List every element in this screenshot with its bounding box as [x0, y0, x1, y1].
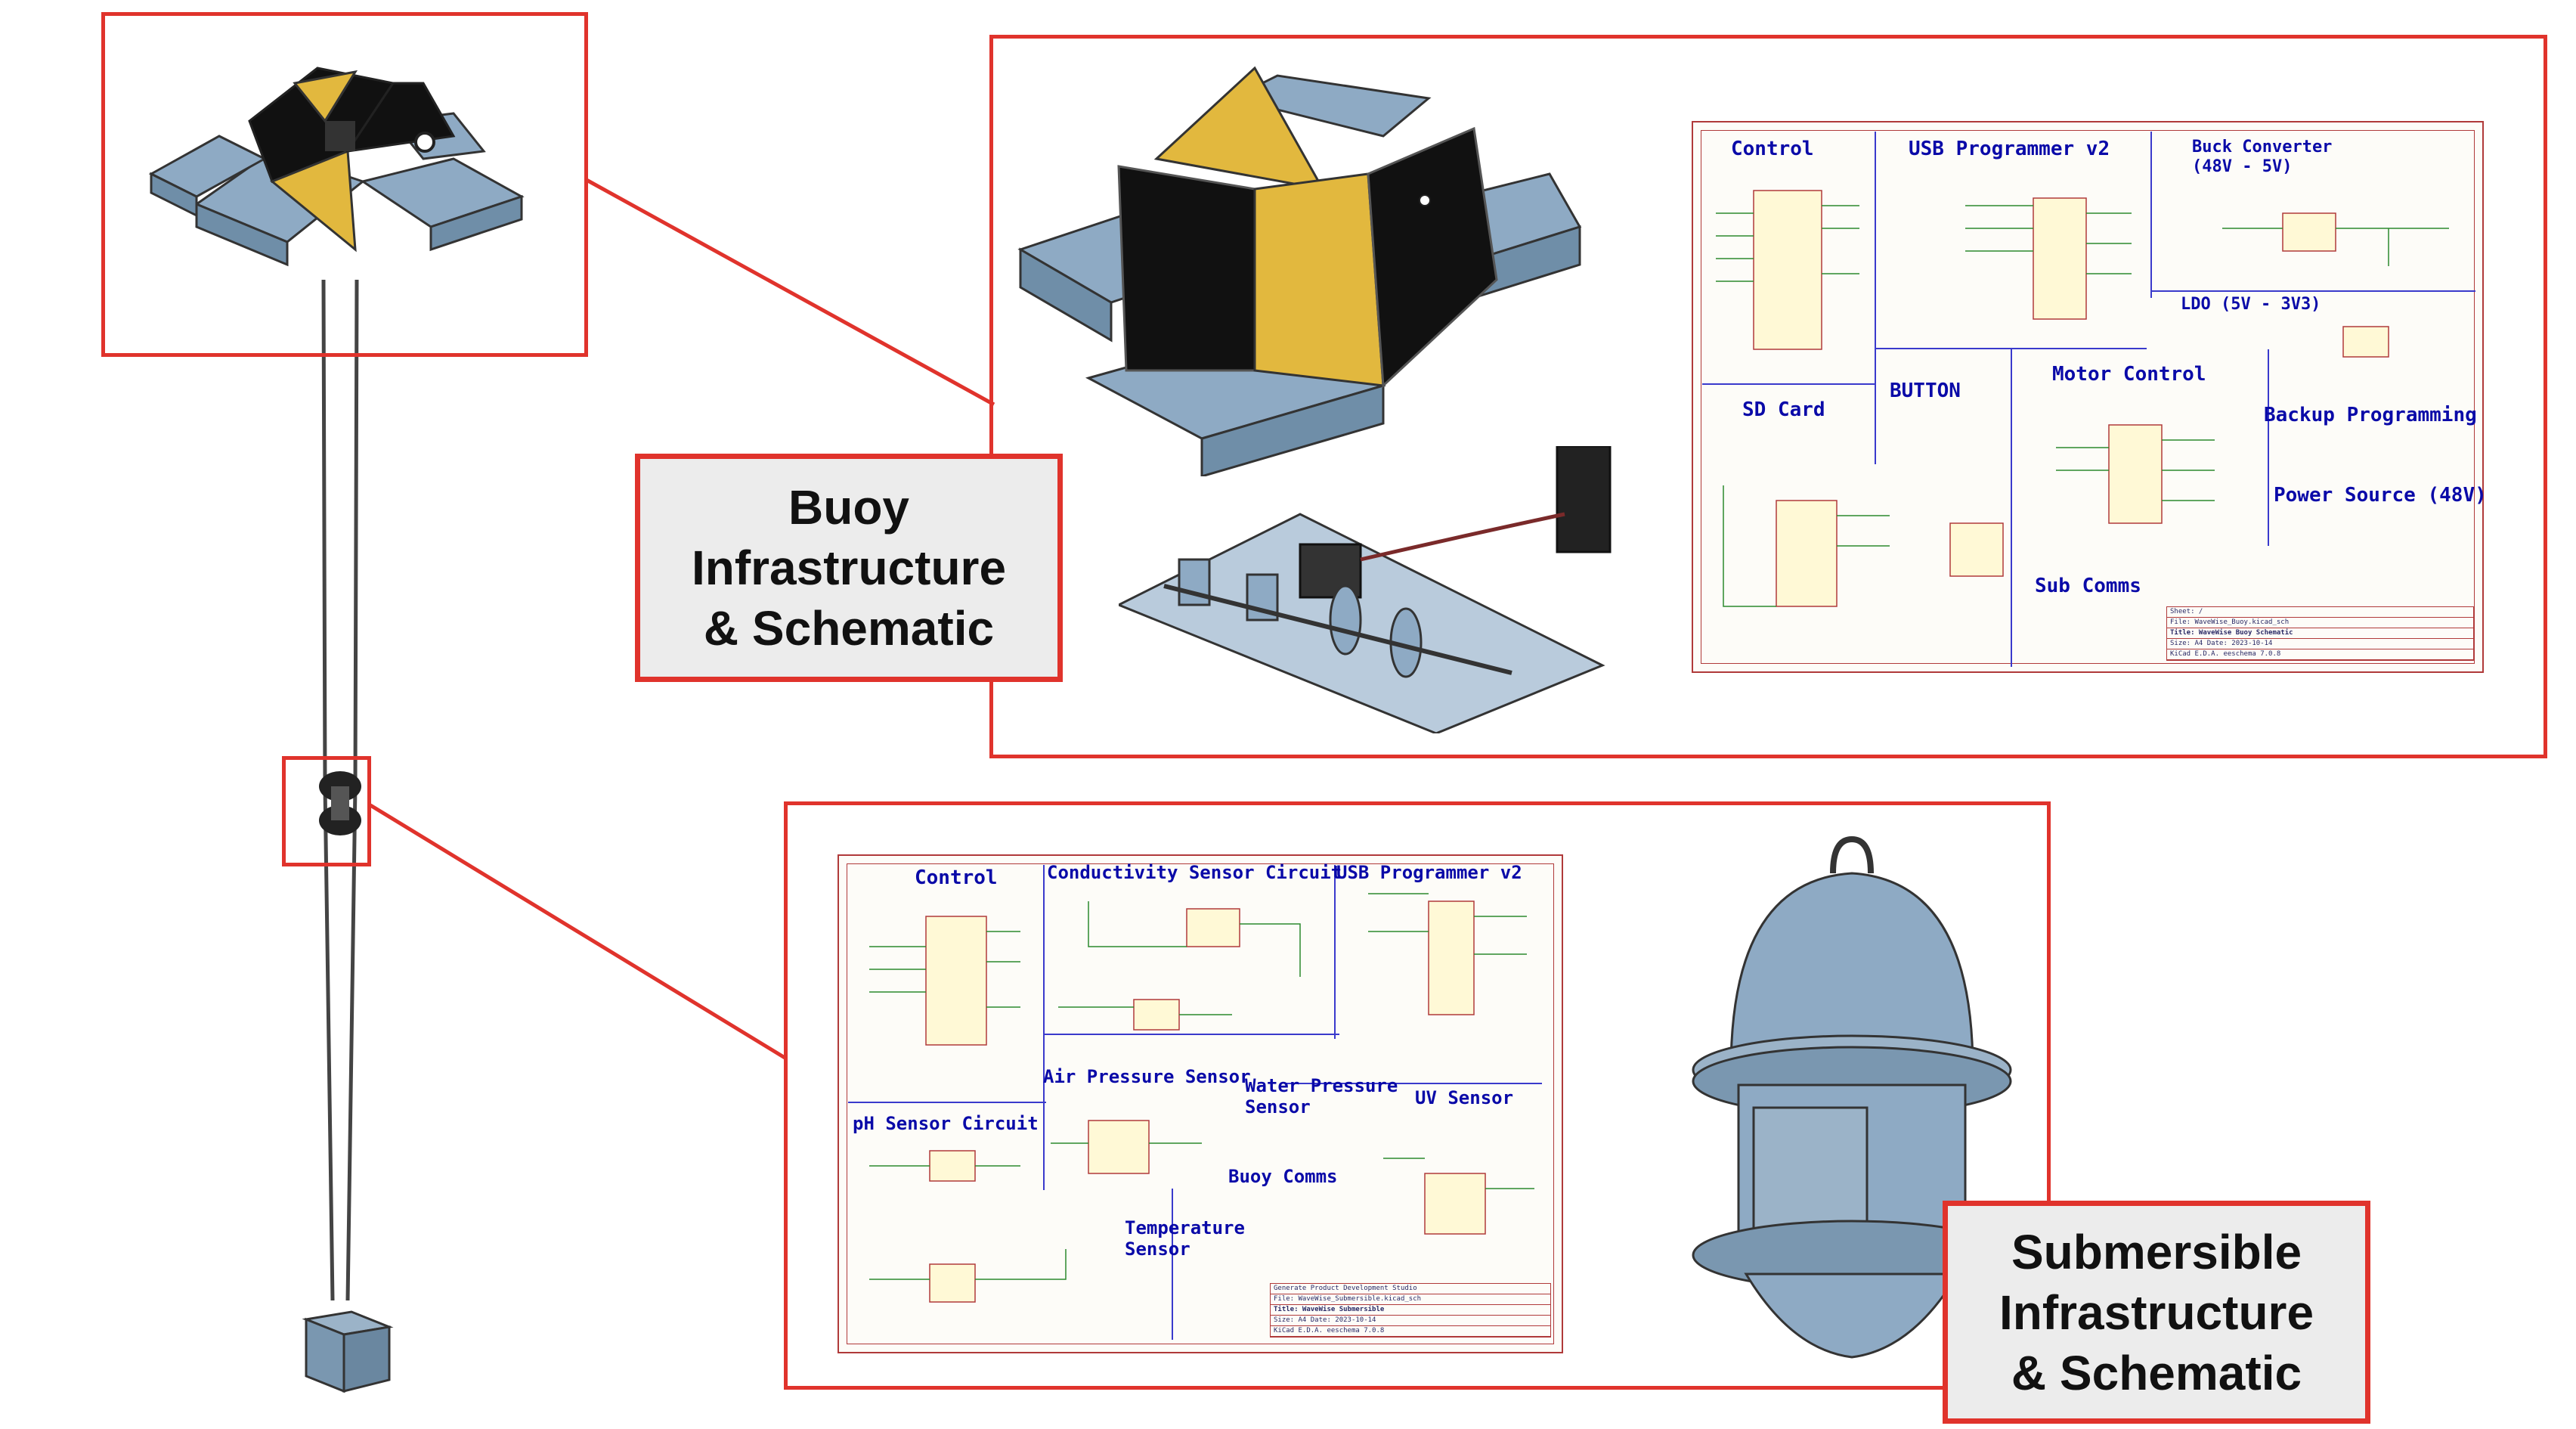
section-ldo: LDO (5V - 3V3)	[2181, 295, 2321, 314]
submersible-label: Submersible Infrastructure & Schematic	[1943, 1201, 2370, 1424]
section-temp2: Sensor	[1125, 1238, 1190, 1260]
callout-lines	[369, 178, 995, 1061]
winch-assembly	[1119, 446, 1612, 733]
section-comms: Sub Comms	[2035, 575, 2141, 597]
sub-title-block: Generate Product Development Studio File…	[1270, 1283, 1551, 1338]
section-usb: USB Programmer v2	[1909, 138, 2110, 160]
connector-callout-box	[282, 756, 371, 866]
section-buck-sub: (48V - 5V)	[2192, 157, 2293, 176]
buoy-circuit-traces	[1716, 190, 2449, 607]
buoy-model-large	[1017, 66, 1582, 476]
buoy-label: Buoy Infrastructure & Schematic	[635, 454, 1063, 682]
section-power: Power Source (48V)	[2274, 484, 2487, 507]
section-temp: Temperature	[1125, 1217, 1245, 1238]
section-sub-control: Control	[915, 866, 998, 889]
buoy-callout-box	[101, 12, 588, 357]
section-button: BUTTON	[1890, 380, 1961, 402]
section-conductivity: Conductivity Sensor Circuit	[1047, 862, 1342, 883]
section-air: Air Pressure Sensor	[1043, 1066, 1251, 1087]
section-sd: SD Card	[1742, 398, 1825, 421]
section-ph: pH Sensor Circuit	[853, 1113, 1039, 1134]
anchor-weight	[302, 1310, 394, 1393]
section-buoy-comms: Buoy Comms	[1228, 1166, 1338, 1187]
tether-lines	[321, 279, 359, 1301]
submersible-model	[1692, 835, 2012, 1359]
buoy-schematic: Control USB Programmer v2 Buck Converter…	[1692, 121, 2487, 673]
submersible-detail-frame	[784, 801, 2051, 1390]
section-backup: Backup Programming	[2264, 404, 2477, 426]
tether-connector	[319, 771, 361, 835]
section-uv: UV Sensor	[1415, 1087, 1514, 1108]
section-control: Control	[1731, 138, 1814, 160]
buoy-title-block: Sheet: / File: WaveWise_Buoy.kicad_sch T…	[2166, 606, 2474, 661]
buoy-detail-frame	[989, 35, 2547, 758]
section-buck: Buck Converter	[2192, 138, 2333, 157]
section-sub-usb: USB Programmer v2	[1336, 862, 1522, 883]
section-motor: Motor Control	[2052, 363, 2206, 386]
section-water: Water Pressure	[1245, 1075, 1398, 1096]
section-water2: Sensor	[1245, 1096, 1311, 1117]
submersible-schematic: Control Conductivity Sensor Circuit USB …	[838, 854, 1563, 1353]
submersible-circuit-traces	[869, 893, 1534, 1303]
buoy-model-small	[148, 67, 525, 267]
